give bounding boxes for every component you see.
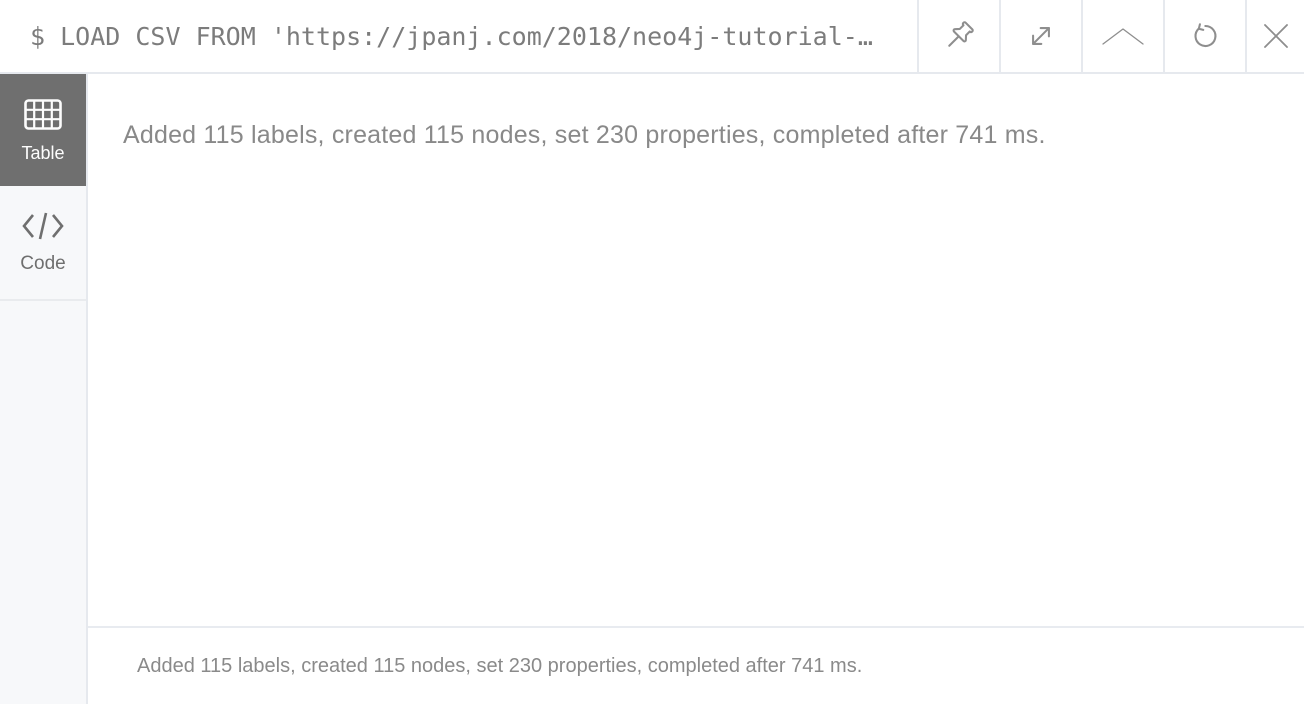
frame-statusbar: Added 115 labels, created 115 nodes, set… bbox=[88, 626, 1304, 704]
refresh-icon bbox=[1186, 17, 1224, 55]
tab-table[interactable]: Table bbox=[0, 74, 86, 186]
tab-table-label: Table bbox=[21, 142, 65, 163]
collapse-frame-button[interactable] bbox=[1081, 0, 1163, 72]
result-area: Added 115 labels, created 115 nodes, set… bbox=[88, 74, 1304, 704]
tab-code-label: Code bbox=[20, 253, 66, 274]
expand-icon bbox=[1022, 17, 1060, 55]
expand-frame-button[interactable] bbox=[999, 0, 1081, 72]
close-icon bbox=[1256, 16, 1296, 56]
result-summary-message: Added 115 labels, created 115 nodes, set… bbox=[123, 121, 1046, 149]
code-icon bbox=[21, 212, 65, 245]
tab-code[interactable]: Code bbox=[0, 186, 86, 301]
frame-titlebar: $ LOAD CSV FROM 'https://jpanj.com/2018/… bbox=[0, 0, 1304, 74]
pin-icon bbox=[940, 17, 978, 55]
pin-frame-button[interactable] bbox=[917, 0, 999, 72]
rerun-query-button[interactable] bbox=[1163, 0, 1245, 72]
view-switcher-sidebar: Table Code bbox=[0, 74, 88, 704]
statusbar-message: Added 115 labels, created 115 nodes, set… bbox=[137, 654, 863, 677]
cypher-command[interactable]: $ LOAD CSV FROM 'https://jpanj.com/2018/… bbox=[30, 21, 873, 51]
close-frame-button[interactable] bbox=[1245, 0, 1304, 72]
table-grid-icon bbox=[24, 98, 62, 135]
chevron-up-icon bbox=[1100, 25, 1146, 48]
frame-body: Table Code Added 115 labels, created 115… bbox=[0, 74, 1304, 704]
